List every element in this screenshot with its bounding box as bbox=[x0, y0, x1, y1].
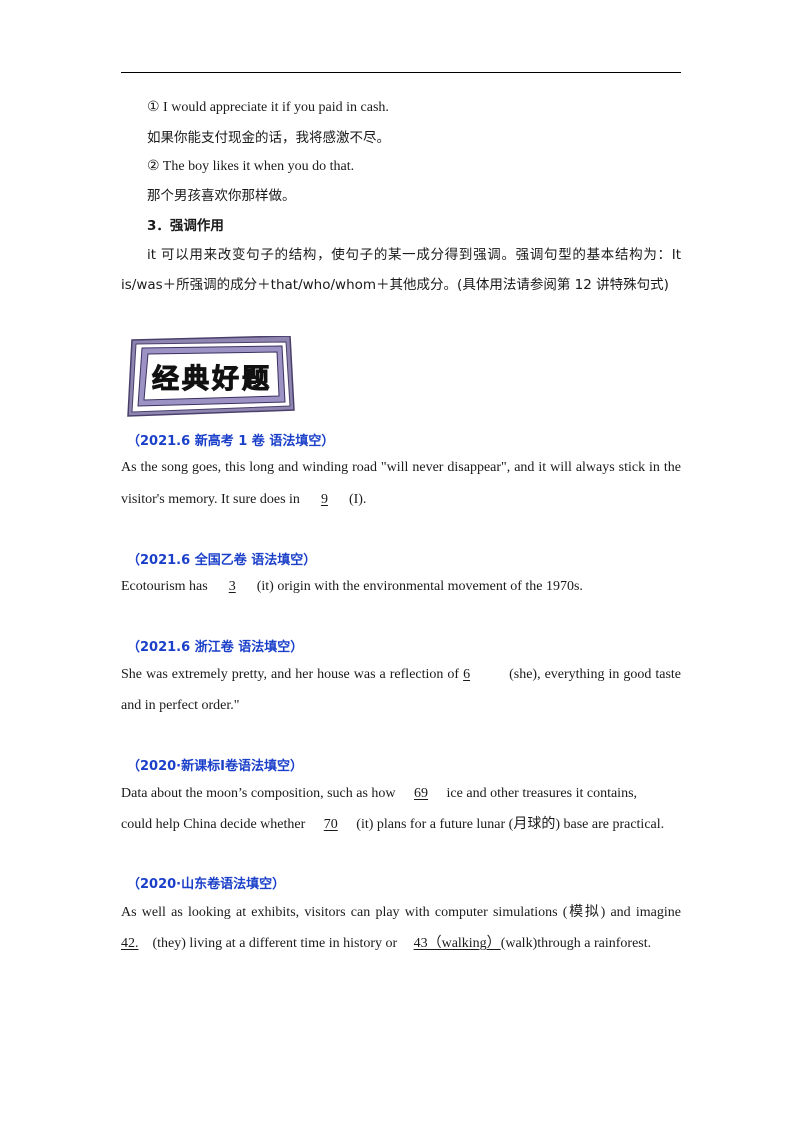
q3-text-after: (she), everything in good taste bbox=[505, 667, 681, 682]
example-1-chinese: 如果你能支付现金的话，我将感激不尽。 bbox=[147, 130, 390, 146]
q2-line: Ecotourism has 3 (it) origin with the en… bbox=[121, 577, 583, 597]
q5-line-2: 42. (they) living at a different time in… bbox=[121, 934, 651, 954]
q2-blank: 3 bbox=[228, 579, 236, 594]
banner-text: 经典好题 bbox=[152, 363, 272, 395]
q1-blank: 9 bbox=[320, 492, 328, 507]
section-heading: 3．强调作用 bbox=[147, 218, 224, 234]
q5-line-1: As well as looking at exhibits, visitors… bbox=[121, 905, 681, 920]
q4-line-2: could help China decide whether 70 (it) … bbox=[121, 815, 664, 835]
q2-text-before: Ecotourism has bbox=[121, 579, 212, 594]
example-2-english: ② The boy likes it when you do that. bbox=[147, 159, 355, 174]
q4-text-after-1: ice and other treasures it contains, bbox=[443, 786, 638, 801]
example-1-english: ① I would appreciate it if you paid in c… bbox=[147, 100, 389, 115]
classic-questions-banner: 经典好题 bbox=[127, 336, 295, 417]
q1-text-before: visitor's memory. It sure does in bbox=[121, 492, 304, 507]
q2-source: （2021.6 全国乙卷 语法填空） bbox=[127, 553, 317, 568]
q5-source: （2020·山东卷语法填空） bbox=[127, 877, 286, 892]
q3-text-before: She was extremely pretty, and her house … bbox=[121, 667, 464, 682]
q2-text-after: (it) origin with the environmental movem… bbox=[253, 579, 583, 594]
q4-blank-70: 70 bbox=[323, 817, 338, 832]
q4-line-1: Data about the moon’s composition, such … bbox=[121, 784, 637, 804]
q1-line-1: As the song goes, this long and winding … bbox=[121, 460, 681, 475]
example-2-chinese: 那个男孩喜欢你那样做。 bbox=[147, 188, 296, 204]
q3-line-2: and in perfect order." bbox=[121, 698, 240, 713]
q4-text-before-2: could help China decide whether bbox=[121, 817, 309, 832]
q5-text-after: (walk)through a rainforest. bbox=[500, 936, 652, 951]
q5-blank-43: 43（walking） bbox=[413, 936, 501, 951]
q4-text-after-2: (it) plans for a future lunar (月球的) base… bbox=[352, 817, 665, 832]
q4-blank-69: 69 bbox=[414, 786, 429, 801]
q3-blank: 6 bbox=[463, 667, 471, 682]
q4-text-before-1: Data about the moon’s composition, such … bbox=[121, 786, 400, 801]
section-paragraph-line-2: is/was＋所强调的成分＋that/who/whom＋其他成分。(具体用法请参… bbox=[121, 277, 669, 293]
q5-blank-42: 42. bbox=[121, 936, 139, 951]
q4-source: （2020·新课标I卷语法填空） bbox=[127, 759, 303, 774]
q5-text-middle: (they) living at a different time in his… bbox=[149, 936, 401, 951]
q1-source: （2021.6 新高考 1 卷 语法填空） bbox=[127, 434, 335, 449]
section-paragraph-line-1: it 可以用来改变句子的结构，使句子的某一成分得到强调。强调句型的基本结构为：I… bbox=[147, 247, 681, 263]
header-rule bbox=[121, 72, 681, 73]
q1-text-after: (I). bbox=[345, 492, 367, 507]
q3-line-1: She was extremely pretty, and her house … bbox=[121, 665, 681, 685]
q3-source: （2021.6 浙江卷 语法填空） bbox=[127, 640, 304, 655]
q1-line-2: visitor's memory. It sure does in 9 (I). bbox=[121, 490, 366, 510]
